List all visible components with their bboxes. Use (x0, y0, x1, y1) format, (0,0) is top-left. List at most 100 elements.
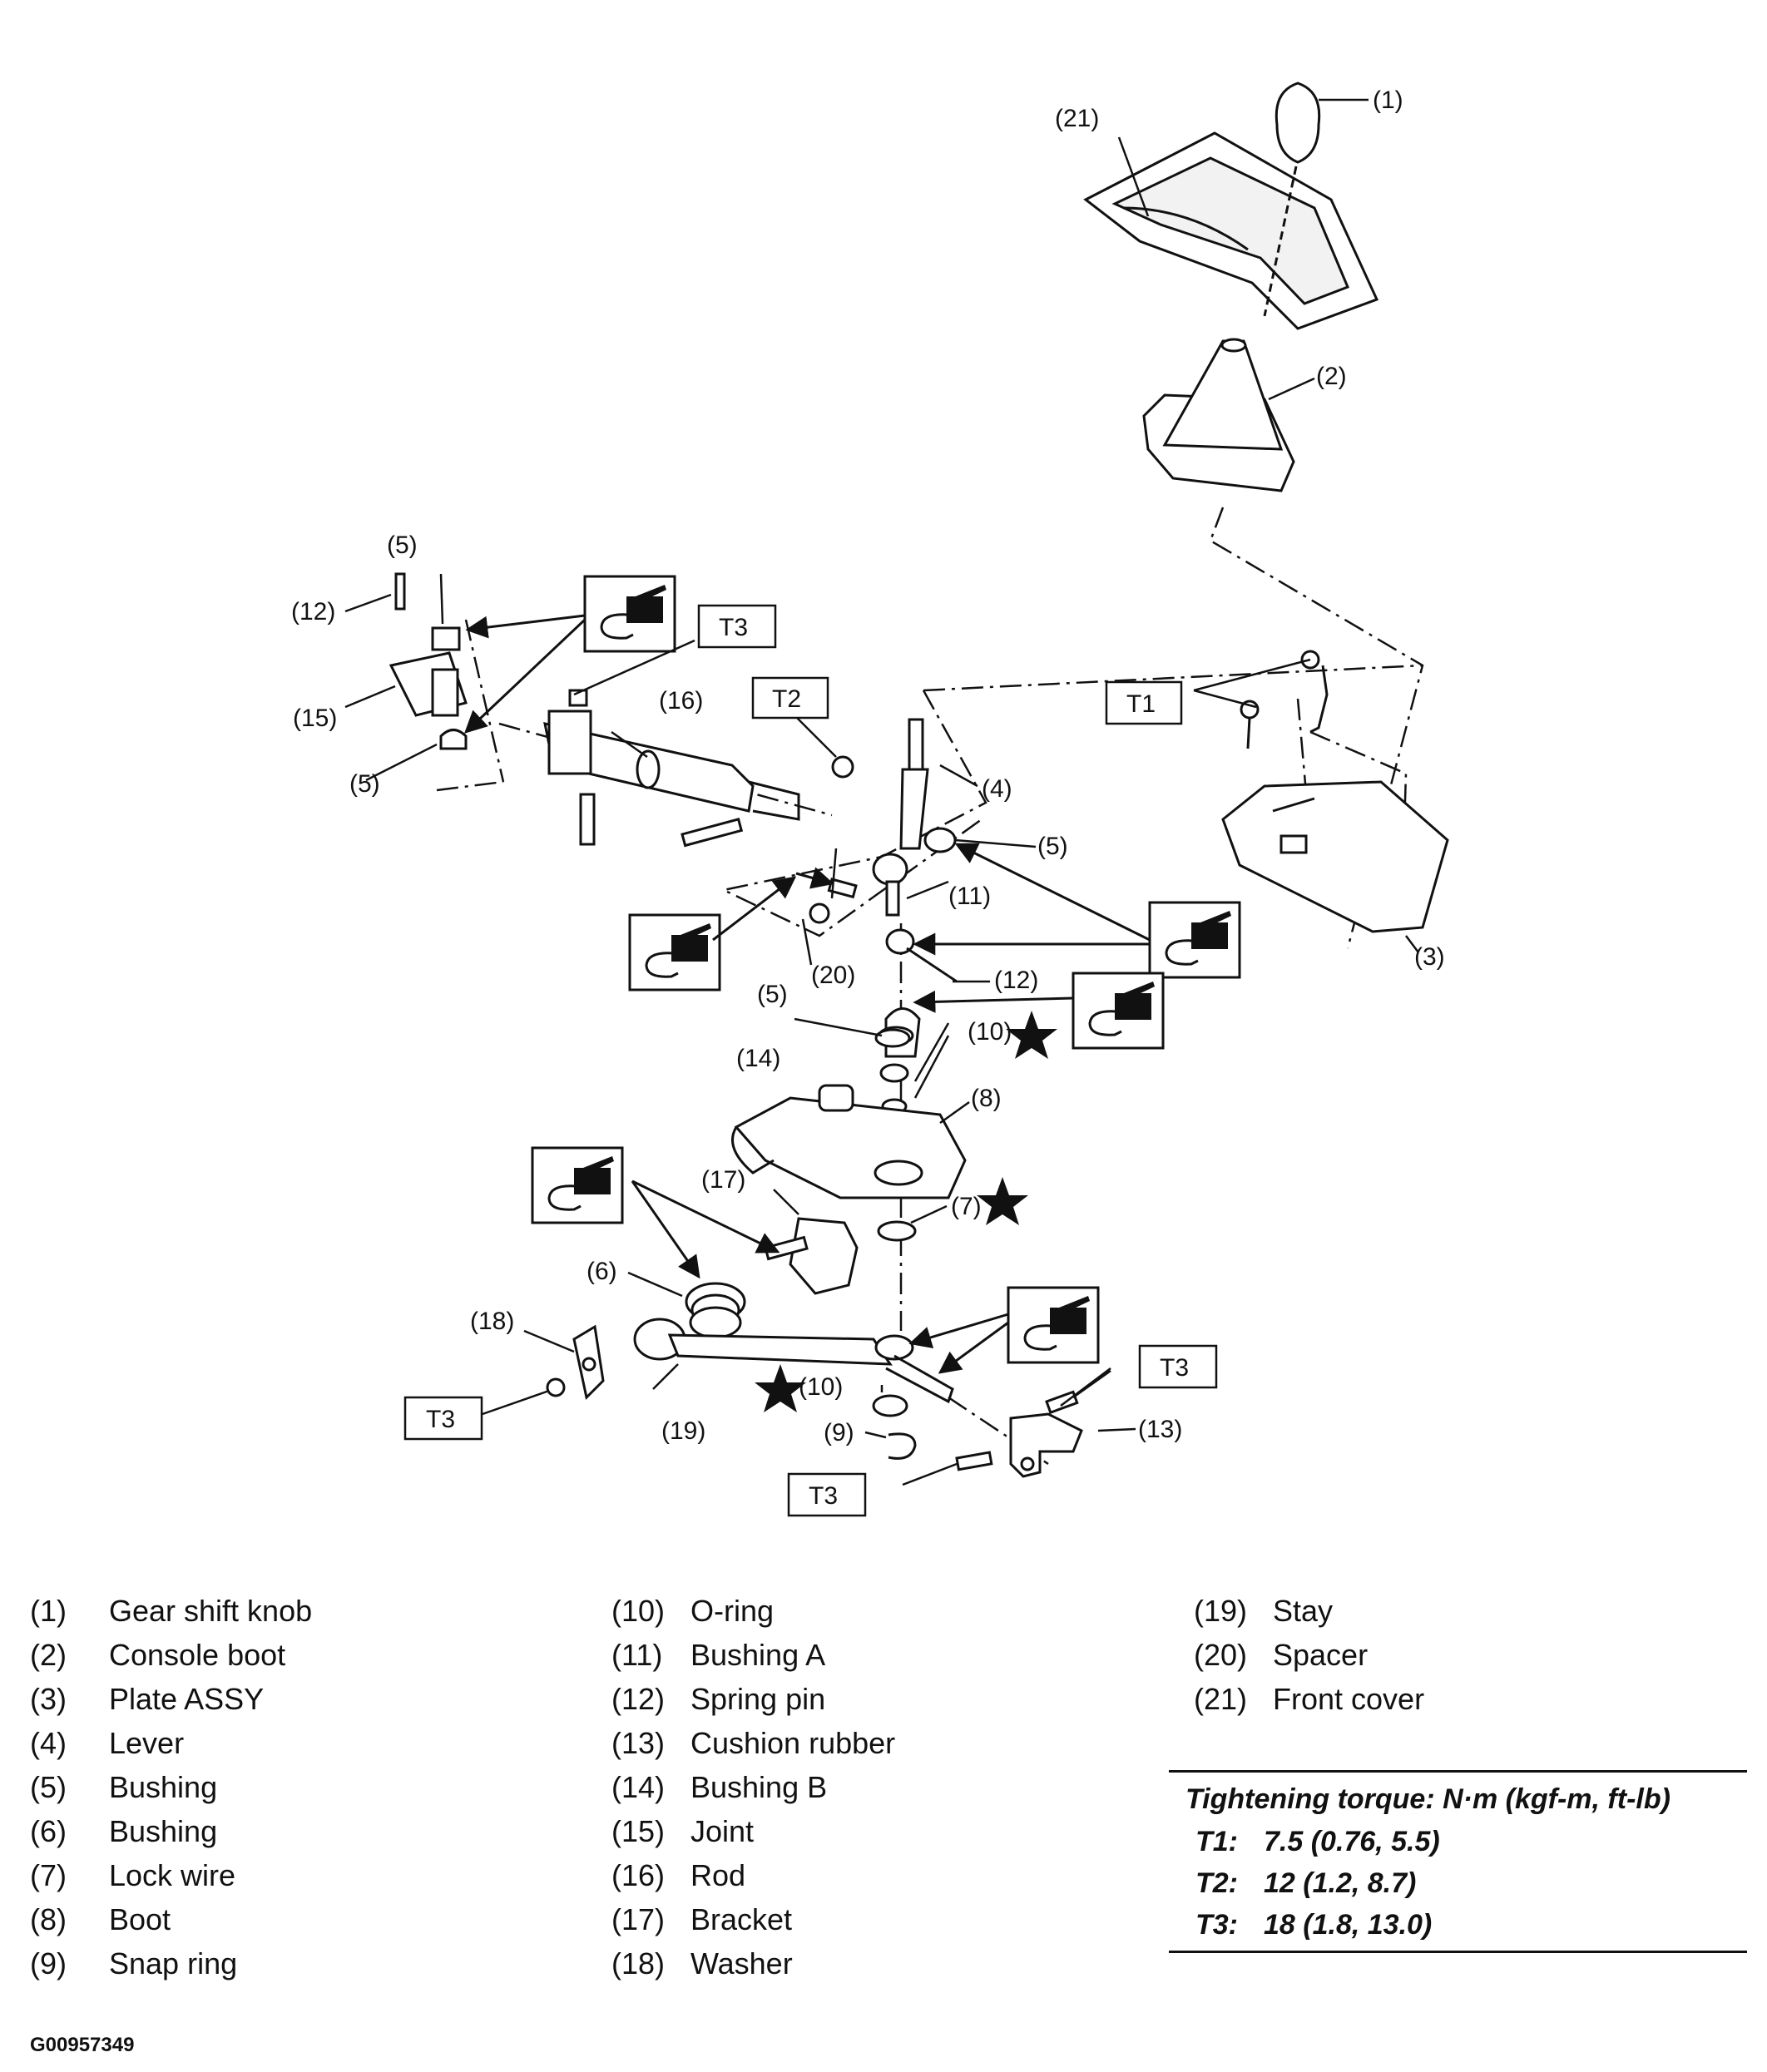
legend-item-name: Stay (1273, 1594, 1334, 1628)
callout-1: (1) (1373, 87, 1403, 114)
callout-18: (18) (470, 1308, 514, 1335)
grease-arrows (464, 614, 1151, 1374)
grease-icon (583, 575, 676, 653)
callout-14: (14) (736, 1045, 780, 1072)
cushion-rubber (955, 1390, 1083, 1478)
legend-item-name: Joint (690, 1814, 755, 1848)
stay (633, 1318, 954, 1460)
legend-item: (21) Front cover (1194, 1677, 1424, 1721)
legend-item-name: Front cover (1273, 1682, 1425, 1716)
callout-3: (3) (1414, 943, 1445, 971)
legend-item: (19)Stay (1194, 1589, 1424, 1633)
legend-item-number: (17) (611, 1902, 666, 1936)
legend-item-name: Bushing (109, 1814, 218, 1848)
callout-5: (5) (757, 981, 788, 1008)
callout-5: (5) (1037, 833, 1068, 860)
legend-item-name: Lever (109, 1726, 185, 1760)
legend-item-number: (10) (611, 1594, 666, 1628)
legend-item: (12)Spring pin (611, 1677, 895, 1721)
front-cover (1083, 131, 1379, 330)
callout-12: (12) (994, 967, 1038, 994)
grease-icon (628, 913, 721, 991)
callout-2: (2) (1316, 363, 1347, 390)
legend-item-name: Cushion rubber (690, 1726, 896, 1760)
legend-item-number: (15) (611, 1814, 666, 1848)
figure-code: G00957349 (30, 2034, 135, 2056)
legend-item-name: Bushing B (690, 1770, 828, 1804)
star-marks (755, 1011, 1057, 1412)
grease-icon (1007, 1286, 1100, 1364)
legend-item-number: (4) (30, 1726, 67, 1760)
torque-tag-t2: T2 (751, 676, 829, 720)
legend-item-name: Boot (109, 1902, 171, 1936)
legend-item-number: (6) (30, 1814, 67, 1848)
callout-8: (8) (971, 1085, 1002, 1112)
legend-item-number: (14) (611, 1770, 666, 1804)
washer (546, 1324, 605, 1401)
legend-item: (20) Spacer (1194, 1633, 1424, 1677)
legend-item-name: Lock wire (109, 1858, 236, 1892)
legend-item-number: (3) (30, 1682, 67, 1716)
torque-tag-t3: T3 (787, 1472, 867, 1517)
rod (543, 689, 854, 848)
legend-item: (1)Gear shift knob (30, 1589, 312, 1633)
legend-item-name: Gear shift knob (109, 1594, 313, 1628)
legend-item: (8) Boot (30, 1897, 312, 1941)
torque-row: T3:18 (1.8, 13.0) (1195, 1909, 1433, 1941)
lever (872, 718, 929, 917)
legend-item-name: Washer (690, 1946, 793, 1981)
leader-lines (344, 98, 1419, 1486)
svg-text:T3: T3 (809, 1482, 838, 1510)
grease-icon (1148, 901, 1241, 979)
legend-item-name: Console boot (109, 1638, 286, 1672)
legend-item: (13)Cushion rubber (611, 1721, 895, 1765)
legend-item-number: (20) (1194, 1638, 1248, 1672)
legend-item: (3)Plate ASSY (30, 1677, 312, 1721)
grease-icon (1072, 972, 1165, 1050)
callout-10: (10) (968, 1018, 1012, 1046)
callout-6: (6) (587, 1258, 617, 1285)
exploded-parts-diagram: (1) (21) (2) (3) (4) (5) (5) (5) (5) (6)… (291, 82, 1449, 1517)
plate-assy (1221, 650, 1449, 933)
torque-row: T2:12 (1.2, 8.7) (1195, 1867, 1417, 1899)
legend-item-name: Snap ring (109, 1946, 238, 1981)
joint (389, 572, 468, 750)
callout-9: (9) (824, 1419, 854, 1446)
legend-item-number: (21) (1194, 1682, 1248, 1716)
legend-item-number: (8) (30, 1902, 67, 1936)
legend-item: (11) Bushing A (611, 1633, 895, 1677)
legend-item: (17) Bracket (611, 1897, 895, 1941)
torque-table-header: Tightening torque: N·m (kgf-m, ft-lb) (1185, 1783, 1670, 1815)
callout-11: (11) (948, 883, 991, 910)
legend-item-number: (5) (30, 1770, 67, 1804)
callout-10: (10) (799, 1373, 843, 1401)
torque-tag-t3: T3 (697, 604, 777, 649)
legend-item: (5)Bushing (30, 1765, 312, 1809)
legend-item-number: (9) (30, 1946, 67, 1981)
legend-item-name: Bushing A (690, 1638, 826, 1672)
legend-item: (2) Console boot (30, 1633, 312, 1677)
legend-item: (14) Bushing B (611, 1765, 895, 1809)
legend-item: (9) Snap ring (30, 1941, 312, 1985)
torque-tag-t3: T3 (1138, 1344, 1218, 1389)
torque-row: T1:7.5 (0.76, 5.5) (1195, 1826, 1440, 1857)
legend-item-name: Spacer (1273, 1638, 1369, 1672)
svg-text:T3: T3 (426, 1406, 455, 1433)
legend-item: (7)Lock wire (30, 1853, 312, 1897)
callout-16: (16) (659, 687, 703, 715)
svg-text:T3: T3 (1160, 1354, 1189, 1382)
callout-5: (5) (387, 532, 418, 559)
legend-item-number: (12) (611, 1682, 666, 1716)
callout-19: (19) (661, 1417, 705, 1445)
legend-item: (10)O-ring (611, 1589, 895, 1633)
callout-17: (17) (701, 1166, 745, 1194)
legend-item: (15) Joint (611, 1809, 895, 1853)
callout-4: (4) (982, 775, 1012, 803)
torque-tag-t3: T3 (403, 1396, 483, 1441)
legend-item-name: Bracket (690, 1902, 793, 1936)
legend-item-number: (11) (611, 1638, 663, 1672)
callout-20: (20) (811, 962, 855, 989)
callout-13: (13) (1138, 1416, 1182, 1443)
legend-item-number: (2) (30, 1638, 67, 1672)
callout-15: (15) (293, 705, 337, 732)
